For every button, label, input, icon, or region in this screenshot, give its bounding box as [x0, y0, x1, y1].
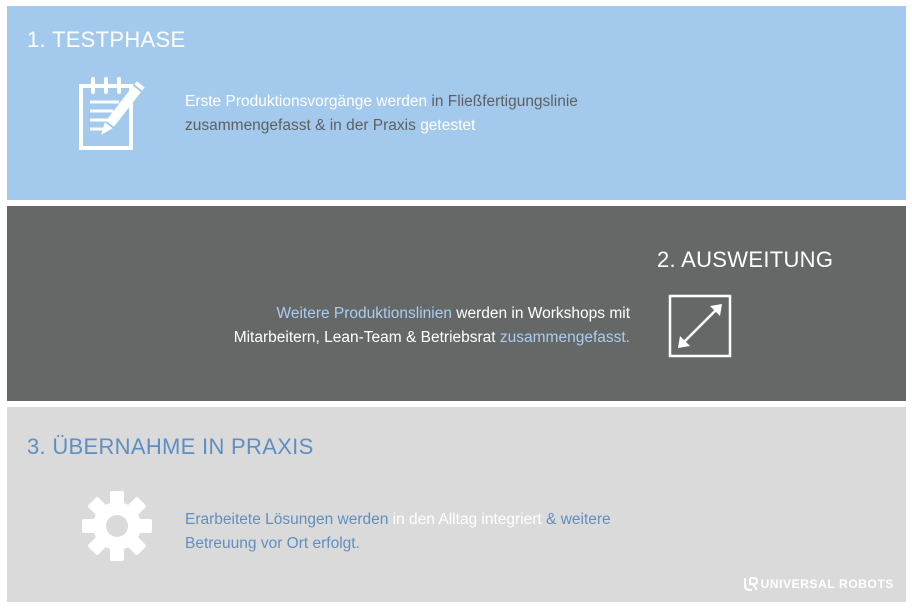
text-segment: zusammengefasst. [499, 329, 630, 346]
description-line-1: Erarbeitete Lösungen werden in den Allta… [185, 508, 611, 532]
description-line-1: Erste Produktionsvorgänge werden in Flie… [185, 90, 578, 114]
notepad-pencil-icon [79, 76, 163, 165]
text-segment: werden in Workshops mit [451, 305, 630, 322]
description-line-2: Betreuung vor Ort erfolgt. [185, 532, 611, 556]
panel-ausweitung: 2. AUSWEITUNG Weitere Produktionslinien … [7, 206, 906, 401]
panel-description: Erarbeitete Lösungen werden in den Allta… [185, 508, 611, 556]
text-segment: in den Alltag integriert [392, 511, 542, 528]
text-segment: Erste Produktionsvorgänge werden [185, 93, 432, 110]
text-segment: Weitere Produktionslinien [276, 305, 452, 322]
description-line-2: zusammengefasst & in der Praxis getestet [185, 114, 578, 138]
text-segment: Erarbeitete Lösungen werden [185, 511, 393, 528]
panel-title: 2. AUSWEITUNG [657, 247, 834, 272]
description-line-2: Mitarbeitern, Lean-Team & Betriebsrat zu… [234, 326, 630, 350]
panel-title: 1. TESTPHASE [27, 27, 186, 52]
panel-uebernahme: 3. ÜBERNAHME IN PRAXIS Erarbeitete Lösun… [7, 407, 906, 602]
text-segment: & weitere [541, 511, 611, 528]
panel-description: Weitere Produktionslinien werden in Work… [234, 302, 630, 350]
expand-arrows-icon [668, 294, 732, 363]
description-line-1: Weitere Produktionslinien werden in Work… [234, 302, 630, 326]
panel-title: 3. ÜBERNAHME IN PRAXIS [27, 434, 314, 459]
text-segment: Betreuung vor Ort erfolgt. [185, 535, 360, 552]
panel-testphase: 1. TESTPHASE Erste Produktionsvorgänge w… [7, 6, 906, 200]
text-segment: getestet [420, 117, 476, 134]
gear-icon [81, 490, 153, 567]
text-segment: in Fließfertigungslinie [431, 93, 578, 110]
ur-logo-icon [743, 576, 758, 591]
brand-name: UNIVERSAL ROBOTS [760, 576, 894, 591]
text-segment: Mitarbeitern, Lean-Team & Betriebsrat [233, 329, 500, 346]
text-segment: zusammengefasst & in der Praxis [185, 117, 421, 134]
brand-logo: UNIVERSAL ROBOTS [743, 575, 894, 593]
panel-description: Erste Produktionsvorgänge werden in Flie… [185, 90, 578, 138]
